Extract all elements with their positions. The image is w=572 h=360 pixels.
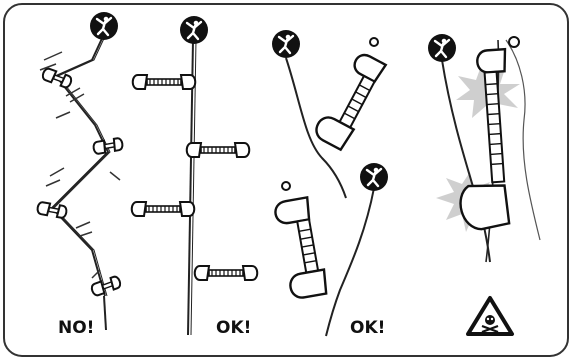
bolt-hanger: [369, 37, 379, 47]
zigzag-rope-tail: [103, 295, 107, 331]
rope-lower: [325, 187, 375, 337]
quickdraw-upper: [315, 53, 388, 152]
zigzag-rope-inner: [53, 31, 111, 297]
rock-edge: [505, 39, 541, 241]
climber-icon: [270, 28, 302, 60]
panel-straight: OK!: [130, 14, 259, 338]
panel-zigzag: NO!: [35, 10, 125, 338]
verdict-label: OK!: [350, 318, 385, 338]
quickdraw-danger: [459, 47, 511, 231]
climber-icon: [426, 32, 458, 64]
verdict-label: OK!: [216, 318, 251, 338]
bolt-hanger: [281, 181, 291, 191]
motion-lines: [39, 51, 121, 279]
quickdraw-lower: [274, 195, 328, 299]
climber-icon: [88, 10, 120, 42]
bolt-hanger: [508, 36, 520, 48]
diagram-frame: [3, 3, 569, 357]
zigzag-rope: [50, 31, 110, 297]
panel-danger: [426, 32, 541, 336]
warning-skull-icon: [466, 296, 514, 336]
climber-icon: [358, 161, 390, 193]
rope-upper: [285, 57, 347, 199]
panel-clip: OK!: [270, 28, 390, 338]
straight-rope-inner: [190, 39, 197, 336]
verdict-label: NO!: [58, 318, 94, 338]
climber-icon: [178, 14, 210, 46]
